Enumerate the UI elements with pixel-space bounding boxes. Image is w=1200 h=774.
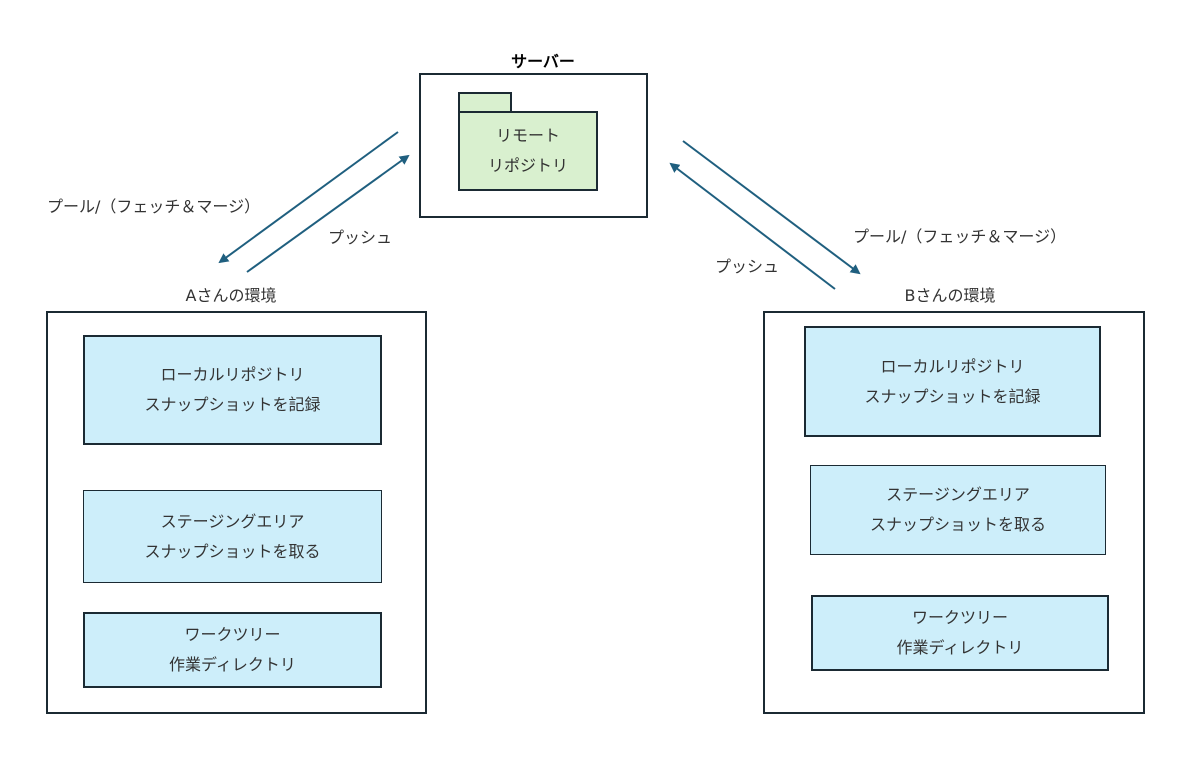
remote-repo-line1: リモート: [495, 126, 560, 145]
push-arrow-b: [669, 162, 836, 290]
env-b-staging: ステージングエリア スナップショットを取る: [810, 465, 1106, 555]
env-b-staging-line1: ステージングエリア: [886, 485, 1030, 504]
push-label-b: プッシュ: [715, 257, 780, 276]
env-a-local-repo-line2: スナップショットを記録: [144, 395, 321, 414]
env-a-worktree: ワークツリー 作業ディレクトリ: [83, 612, 382, 688]
env-a-local-repo: ローカルリポジトリ スナップショットを記録: [83, 335, 382, 445]
push-arrow-a: [246, 154, 410, 273]
env-a-worktree-line2: 作業ディレクトリ: [169, 655, 296, 674]
pull-arrow-b: [682, 140, 861, 275]
push-label-a: プッシュ: [328, 228, 393, 247]
pull-label-a: プール/（フェッチ＆マージ）: [47, 197, 261, 216]
env-b-worktree-line2: 作業ディレクトリ: [896, 638, 1024, 657]
env-b-staging-line2: スナップショットを取る: [869, 515, 1046, 534]
env-b-worktree: ワークツリー 作業ディレクトリ: [811, 595, 1109, 671]
server-title: サーバー: [511, 52, 575, 71]
remote-repo-line2: リポジトリ: [487, 156, 568, 175]
env-a-title: Aさんの環境: [185, 286, 277, 305]
env-a-staging-line2: スナップショットを取る: [144, 541, 321, 561]
env-a-staging-line1: ステージングエリア: [160, 511, 305, 531]
env-b-local-repo-line1: ローカルリポジトリ: [880, 356, 1025, 376]
env-a-staging: ステージングエリア スナップショットを取る: [83, 490, 382, 583]
env-b-worktree-line1: ワークツリー: [911, 608, 1008, 627]
env-b-local-repo: ローカルリポジトリ スナップショットを記録: [804, 326, 1101, 437]
env-b-local-repo-line2: スナップショットを記録: [864, 386, 1041, 406]
env-a-worktree-line1: ワークツリー: [184, 625, 281, 644]
pull-label-b: プール/（フェッチ＆マージ）: [853, 227, 1067, 246]
env-a-local-repo-line1: ローカルリポジトリ: [160, 365, 305, 384]
remote-repository: リモート リポジトリ: [458, 111, 598, 191]
env-b-title: Bさんの環境: [904, 286, 996, 305]
pull-arrow-a: [218, 131, 399, 264]
